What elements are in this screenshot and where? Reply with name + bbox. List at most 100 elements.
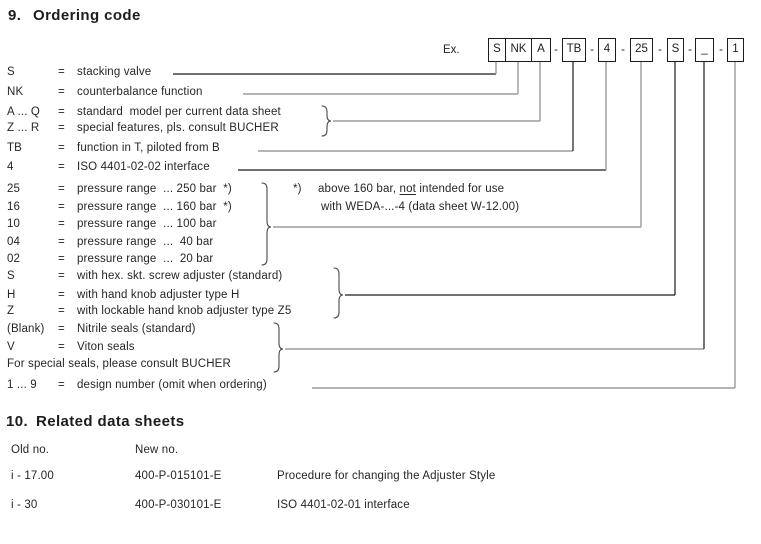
code-box-nk: NK bbox=[505, 38, 532, 62]
row-code: (Blank) bbox=[7, 323, 45, 335]
row-code: S bbox=[7, 270, 15, 282]
column-header-new-no: New no. bbox=[135, 444, 179, 456]
equals-sign: = bbox=[58, 122, 65, 134]
equals-sign: = bbox=[58, 270, 65, 282]
code-separator: - bbox=[621, 44, 625, 56]
footnote-text: above 160 bar, bbox=[318, 183, 400, 195]
footnote-line-2: with WEDA-...-4 (data sheet W-12.00) bbox=[321, 201, 520, 213]
row-desc: standard model per current data sheet bbox=[77, 106, 281, 118]
equals-sign: = bbox=[58, 183, 65, 195]
footnote-text: intended for use bbox=[415, 183, 505, 195]
row-code: 25 bbox=[7, 183, 21, 195]
equals-sign: = bbox=[58, 341, 65, 353]
legend-row-pressure-250: 25 = pressure range ... 250 bar *) bbox=[0, 183, 420, 197]
row-code: S bbox=[7, 66, 15, 78]
row-desc: pressure range ... 250 bar *) bbox=[77, 183, 232, 195]
row-desc: special features, pls. consult BUCHER bbox=[77, 122, 279, 134]
row-code: 4 bbox=[7, 161, 14, 173]
row-code: 1 ... 9 bbox=[7, 379, 37, 391]
equals-sign: = bbox=[58, 253, 65, 265]
footnote-line-1: above 160 bar, not intended for use bbox=[318, 183, 504, 195]
equals-sign: = bbox=[58, 323, 65, 335]
code-box-blank: _ bbox=[695, 38, 714, 62]
row-desc: pressure range ... 160 bar *) bbox=[77, 201, 232, 213]
legend-row-function-t: TB = function in T, piloted from B bbox=[0, 142, 420, 156]
row-desc: pressure range ... 20 bar bbox=[77, 253, 214, 265]
section-10-number: 10. bbox=[6, 413, 29, 430]
legend-row-screw-adjuster: S = with hex. skt. screw adjuster (standar… bbox=[0, 270, 420, 284]
equals-sign: = bbox=[58, 142, 65, 154]
legend-row-stacking-valve: S = stacking valve bbox=[0, 66, 420, 80]
legend-row-pressure-100: 10 = pressure range ... 100 bar bbox=[0, 218, 420, 232]
equals-sign: = bbox=[58, 379, 65, 391]
legend-row-nitrile-seals: (Blank) = Nitrile seals (standard) bbox=[0, 323, 420, 337]
row-desc: pressure range ... 100 bar bbox=[77, 218, 217, 230]
code-box-1: 1 bbox=[727, 38, 744, 62]
legend-row-pressure-40: 04 = pressure range ... 40 bar bbox=[0, 236, 420, 250]
legend-row-counterbalance: NK = counterbalance function bbox=[0, 86, 420, 100]
legend-row-viton-seals: V = Viton seals bbox=[0, 341, 420, 355]
legend-row-special-seals: For special seals, please consult BUCHER bbox=[0, 358, 420, 372]
row-desc: pressure range ... 40 bar bbox=[77, 236, 214, 248]
row-code: Z ... R bbox=[7, 122, 40, 134]
desc-cell: Procedure for changing the Adjuster Styl… bbox=[277, 470, 496, 482]
row-desc: ISO 4401-02-02 interface bbox=[77, 161, 210, 173]
code-box-s: S bbox=[488, 38, 506, 62]
equals-sign: = bbox=[58, 201, 65, 213]
equals-sign: = bbox=[58, 236, 65, 248]
section-9-number: 9. bbox=[8, 7, 22, 24]
code-separator: - bbox=[590, 44, 594, 56]
code-separator: - bbox=[719, 44, 723, 56]
column-header-old-no: Old no. bbox=[11, 444, 50, 456]
row-code: 02 bbox=[7, 253, 21, 265]
row-desc: counterbalance function bbox=[77, 86, 203, 98]
footnote-underlined-word: not bbox=[399, 183, 416, 195]
code-box-4: 4 bbox=[598, 38, 616, 62]
row-desc: Viton seals bbox=[77, 341, 135, 353]
row-code: H bbox=[7, 289, 16, 301]
row-desc: function in T, piloted from B bbox=[77, 142, 220, 154]
equals-sign: = bbox=[58, 218, 65, 230]
legend-row-iso-interface: 4 = ISO 4401-02-02 interface bbox=[0, 161, 420, 175]
code-box-25: 25 bbox=[630, 38, 653, 62]
code-separator: - bbox=[658, 44, 662, 56]
row-code: NK bbox=[7, 86, 24, 98]
row-code: 04 bbox=[7, 236, 21, 248]
row-code: 10 bbox=[7, 218, 21, 230]
section-10-title: Related data sheets bbox=[36, 413, 185, 430]
code-separator: - bbox=[554, 44, 558, 56]
equals-sign: = bbox=[58, 86, 65, 98]
row-code: 16 bbox=[7, 201, 21, 213]
equals-sign: = bbox=[58, 161, 65, 173]
equals-sign: = bbox=[58, 305, 65, 317]
row-desc: with hand knob adjuster type H bbox=[77, 289, 240, 301]
old-no-cell: i - 17.00 bbox=[11, 470, 54, 482]
row-desc: stacking valve bbox=[77, 66, 152, 78]
row-desc: For special seals, please consult BUCHER bbox=[7, 358, 231, 370]
legend-row-hand-knob: H = with hand knob adjuster type H bbox=[0, 289, 420, 303]
legend-row-pressure-160: 16 = pressure range ... 160 bar *) bbox=[0, 201, 420, 215]
footnote-marker: *) bbox=[293, 183, 302, 195]
code-box-tb: TB bbox=[562, 38, 586, 62]
example-label: Ex. bbox=[443, 44, 460, 56]
code-box-a: A bbox=[531, 38, 551, 62]
row-desc: with hex. skt. screw adjuster (standard) bbox=[77, 270, 283, 282]
equals-sign: = bbox=[58, 289, 65, 301]
equals-sign: = bbox=[58, 106, 65, 118]
desc-cell: ISO 4401-02-01 interface bbox=[277, 499, 410, 511]
new-no-cell: 400-P-030101-E bbox=[135, 499, 222, 511]
equals-sign: = bbox=[58, 66, 65, 78]
code-separator: - bbox=[688, 44, 692, 56]
row-desc: Nitrile seals (standard) bbox=[77, 323, 196, 335]
legend-row-pressure-20: 02 = pressure range ... 20 bar bbox=[0, 253, 420, 267]
new-no-cell: 400-P-015101-E bbox=[135, 470, 222, 482]
row-code: V bbox=[7, 341, 15, 353]
row-code: TB bbox=[7, 142, 22, 154]
row-desc: with lockable hand knob adjuster type Z5 bbox=[77, 305, 292, 317]
row-desc: design number (omit when ordering) bbox=[77, 379, 267, 391]
section-9-title: Ordering code bbox=[33, 7, 141, 24]
old-no-cell: i - 30 bbox=[11, 499, 38, 511]
row-code: Z bbox=[7, 305, 15, 317]
legend-row-design-number: 1 ... 9 = design number (omit when orderin… bbox=[0, 379, 420, 393]
